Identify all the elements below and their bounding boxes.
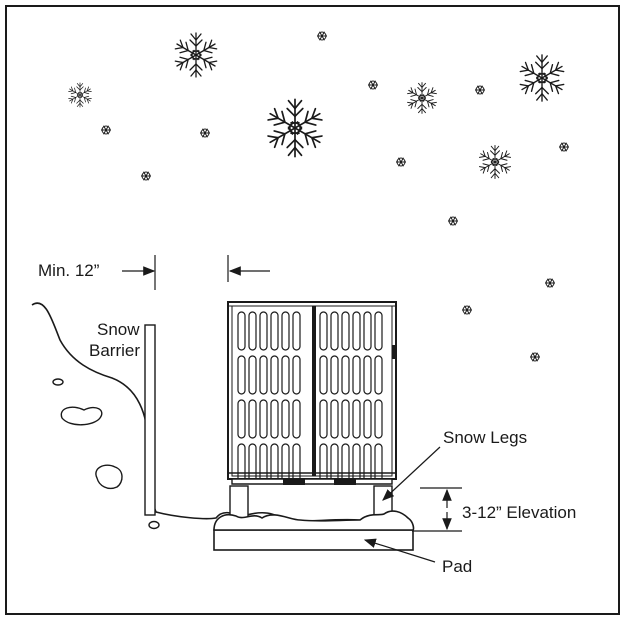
grille-slot <box>341 399 350 439</box>
grille-slot <box>363 355 372 395</box>
pad <box>213 529 414 551</box>
snowflake-icon <box>529 352 541 362</box>
snow-legs-label: Snow Legs <box>443 428 528 447</box>
pad-leader <box>363 538 436 563</box>
grille-slot <box>352 355 361 395</box>
snow-barrier-label-line1: Snow <box>97 320 140 339</box>
grille-slot <box>259 355 268 395</box>
grille-slot <box>374 355 383 395</box>
grille-slot <box>319 355 328 395</box>
grille-slot <box>270 311 279 351</box>
grille-slot <box>292 355 301 395</box>
grille-slot <box>237 311 246 351</box>
grille-slot <box>248 355 257 395</box>
snowflake-icon <box>461 305 473 315</box>
grille-slot <box>330 399 339 439</box>
grille-slot <box>259 399 268 439</box>
snow-barrier <box>144 324 156 516</box>
snow-clump <box>52 378 64 386</box>
snowflake-icon <box>519 55 565 101</box>
grille-slot <box>352 311 361 351</box>
diagram-frame <box>5 5 620 615</box>
snowflake-icon <box>266 99 323 156</box>
pad-label: Pad <box>442 557 473 576</box>
grille-slot <box>330 311 339 351</box>
grille-slot <box>319 311 328 351</box>
grille-slot <box>341 311 350 351</box>
grille-slot <box>352 399 361 439</box>
grille-slot <box>259 311 268 351</box>
snowflake-icon <box>199 128 211 138</box>
grille-slot <box>319 399 328 439</box>
snow-clump <box>60 406 103 426</box>
grille-slot <box>374 311 383 351</box>
snow-legs-leader <box>382 446 441 501</box>
grille-slot <box>237 399 246 439</box>
grille-slot <box>292 311 301 351</box>
grille-slot <box>270 399 279 439</box>
grille-slot <box>281 355 290 395</box>
snowflake-icon <box>447 216 459 226</box>
snowflake-icon <box>474 85 486 95</box>
snowflake-icon <box>100 125 112 135</box>
snowflake-icon <box>395 157 407 167</box>
grille-slot <box>292 399 301 439</box>
snowflake-icon <box>68 83 92 107</box>
snowflake-icon <box>140 171 152 181</box>
snowflake-icon <box>174 33 218 77</box>
snow-on-pad <box>213 510 415 531</box>
snowflake-icon <box>558 142 570 152</box>
min-clearance-label: Min. 12” <box>38 261 100 280</box>
snowflake-icon <box>478 146 511 179</box>
snowflake-icon <box>316 31 328 41</box>
snow-clump <box>148 520 160 530</box>
snow-barrier-label-line2: Barrier <box>89 341 141 360</box>
elevation-label: 3-12” Elevation <box>462 503 577 522</box>
grille-slot <box>248 399 257 439</box>
condenser-unit <box>227 301 397 485</box>
snow-clump <box>95 464 123 490</box>
snowflake-icon <box>367 80 379 90</box>
grille-slot <box>281 311 290 351</box>
grille-slot <box>341 355 350 395</box>
grille-slot <box>248 311 257 351</box>
grille-slot <box>237 355 246 395</box>
grille-slot <box>281 399 290 439</box>
snowflake-icon <box>407 83 438 114</box>
grille-slot <box>363 399 372 439</box>
grille-slot <box>363 311 372 351</box>
grille-slot <box>330 355 339 395</box>
grille-slot <box>374 399 383 439</box>
snowflake-icon <box>544 278 556 288</box>
grille-slot <box>270 355 279 395</box>
